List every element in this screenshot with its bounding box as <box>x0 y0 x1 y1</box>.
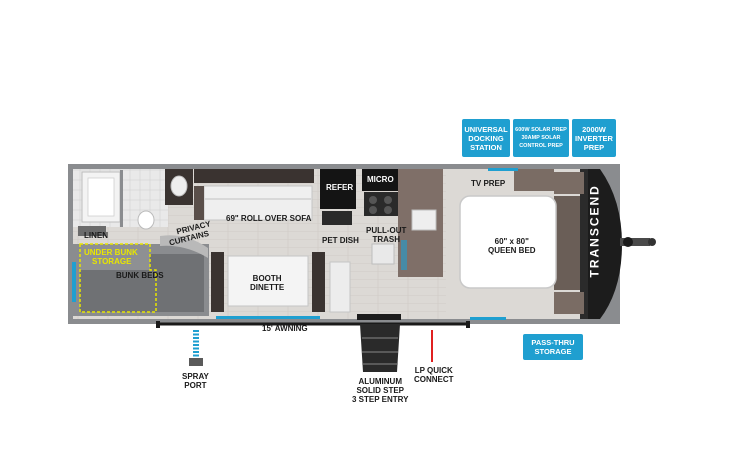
solar-prep-line-1: 600W SOLAR PREP <box>515 127 567 133</box>
island-counter <box>329 261 351 313</box>
inverter-prep-badge: 2000W INVERTER PREP <box>572 119 616 157</box>
spray-port-nozzle <box>189 358 203 366</box>
universal-docking-line-2: DOCKING <box>468 133 504 143</box>
lp-connect-line-2: CONNECT <box>414 375 454 384</box>
sofa <box>203 185 313 221</box>
booth-line-1: BOOTH <box>252 274 282 283</box>
dinette-table <box>227 255 309 307</box>
dinette-window <box>216 316 320 319</box>
nightstand-top <box>554 172 584 194</box>
hitch-ball <box>648 238 656 246</box>
front-wall <box>578 169 588 319</box>
kitchen-sink <box>411 209 437 231</box>
toilet <box>137 210 155 230</box>
pass-thru-storage-badge: PASS-THRU STORAGE <box>523 334 583 360</box>
queen-bed <box>459 195 557 289</box>
inverter-prep-line-3: PREP <box>583 142 605 152</box>
dinette-bench-left <box>211 252 224 312</box>
bedroom-window-bottom <box>470 317 506 320</box>
bath-wall-divider <box>120 170 123 227</box>
awning-end-right <box>466 321 470 328</box>
cooktop <box>364 192 398 216</box>
awning-label: 15' AWNING <box>262 324 308 333</box>
queen-bed-line-2: QUEEN BED <box>488 246 536 255</box>
brand-logo: TRANSCEND <box>587 184 602 278</box>
nightstand-bottom <box>554 292 584 314</box>
inverter-prep-line-1: 2000W <box>582 124 606 134</box>
pet-dish-nook <box>322 211 352 225</box>
burner-3 <box>369 206 377 214</box>
under-bunk-storage-label: UNDER BUNK STORAGE <box>84 248 138 266</box>
entry-step-label: ALUMINUM SOLID STEP 3 STEP ENTRY <box>352 377 408 404</box>
kitchen-accent <box>401 240 407 270</box>
bunk-window-left <box>72 262 76 302</box>
bunk-storage-outline <box>79 243 157 313</box>
linen-label: LINEN <box>84 231 108 240</box>
entry-steps <box>360 324 400 372</box>
tv-prep-label: TV PREP <box>471 179 506 188</box>
micro-label: MICRO <box>367 175 394 184</box>
spray-port-line-1: SPRAY <box>182 372 209 381</box>
bunk-beds-label: BUNK BEDS <box>116 271 164 280</box>
hitch-coupler <box>623 237 633 247</box>
linen-closet <box>78 226 106 236</box>
burner-1 <box>369 196 377 204</box>
dinette-bench-right <box>312 252 325 312</box>
awning-end-left <box>156 321 160 328</box>
privacy-curtain <box>160 235 208 258</box>
lp-connect-line-1: LP QUICK <box>414 366 453 375</box>
burner-4 <box>384 206 392 214</box>
universal-docking-line-1: UNIVERSAL <box>464 124 508 134</box>
sofa-cushion-line <box>204 198 312 200</box>
under-bunk-line-1: UNDER BUNK <box>84 248 138 257</box>
bunk-under-storage <box>80 244 150 270</box>
queen-bed-line-1: 60" x 80" <box>494 237 529 246</box>
solar-prep-badge: 600W SOLAR PREP 30AMP SOLAR CONTROL PREP <box>513 119 569 157</box>
inverter-prep-line-2: INVERTER <box>575 133 613 143</box>
pullout-line-2: TRASH <box>372 235 400 244</box>
booth-dinette-label: BOOTH DINETTE <box>250 274 284 292</box>
lp-connect-label: LP QUICK CONNECT <box>414 366 454 384</box>
sofa-label: 69" ROLL OVER SOFA <box>226 214 312 223</box>
solar-prep-line-2: 30AMP SOLAR <box>521 135 561 141</box>
bed-headboard <box>554 196 580 290</box>
sofa-wall-cabinet <box>194 169 314 183</box>
booth-line-2: DINETTE <box>250 283 285 292</box>
solar-prep-line-3: CONTROL PREP <box>519 143 563 149</box>
spray-port-label: SPRAY PORT <box>182 372 209 390</box>
wardrobe-top <box>514 169 554 191</box>
pullout-trash <box>371 243 395 265</box>
refer-label: REFER <box>326 183 354 192</box>
shower-base <box>87 177 115 217</box>
microwave-cabinet <box>362 169 398 191</box>
pullout-trash-label: PULL-OUT TRASH <box>366 226 406 244</box>
hitch-tongue <box>620 238 650 246</box>
bedroom-window-top <box>488 168 518 171</box>
pet-dish-label: PET DISH <box>322 236 359 245</box>
pass-thru-line-2: STORAGE <box>534 347 572 356</box>
spray-port-line-2: PORT <box>184 381 207 390</box>
front-cap <box>585 169 622 319</box>
entry-door <box>357 314 401 320</box>
pullout-line-1: PULL-OUT <box>366 226 407 235</box>
entry-step-line-1: ALUMINUM <box>358 377 402 386</box>
pass-thru-line-1: PASS-THRU <box>531 338 575 347</box>
refrigerator <box>320 169 356 209</box>
entry-step-line-2: SOLID STEP <box>356 386 405 395</box>
entry-step-line-3: 3 STEP ENTRY <box>352 395 409 404</box>
universal-docking-station-badge: UNIVERSAL DOCKING STATION <box>462 119 510 157</box>
sofa-side-table-l <box>194 186 204 220</box>
universal-docking-line-3: STATION <box>470 142 502 152</box>
burner-2 <box>384 196 392 204</box>
queen-bed-label: 60" x 80" QUEEN BED <box>488 237 536 255</box>
bath-sink <box>170 175 188 197</box>
under-bunk-line-2: STORAGE <box>92 257 132 266</box>
